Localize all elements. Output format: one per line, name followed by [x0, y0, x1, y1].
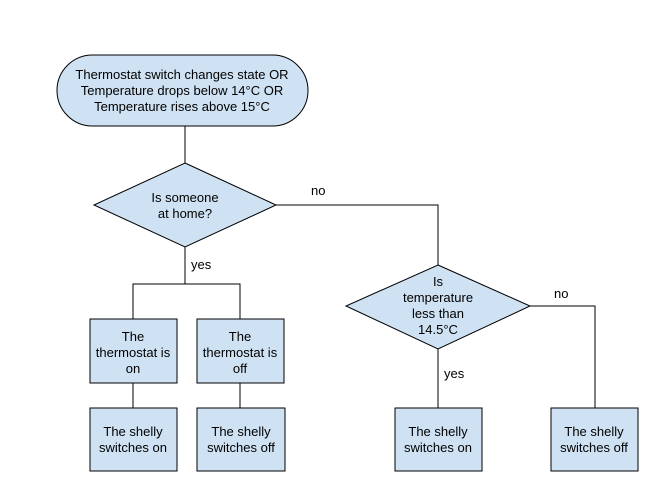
- outcome-1-line-2: switches on: [99, 440, 167, 455]
- outcome-1-line-1: The shelly: [103, 424, 163, 439]
- outcome-3-line-1: The shelly: [408, 424, 468, 439]
- decision-temperature: Is temperature less than 14.5°C: [344, 264, 532, 350]
- thermostat-on-line-3: on: [126, 361, 140, 376]
- decision-temp-line-1: Is: [433, 274, 444, 289]
- start-node: Thermostat switch changes state OR Tempe…: [56, 54, 309, 127]
- decision-home-line-2: at home?: [158, 206, 212, 221]
- thermostat-on-line-2: thermostat is: [96, 345, 171, 360]
- edge-labels: no yes yes no: [191, 183, 568, 381]
- outcome-3: The shelly switches on: [394, 407, 483, 472]
- edge-temp-no: [530, 305, 596, 408]
- thermostat-off-line-2: thermostat is: [203, 345, 278, 360]
- outcome-4: The shelly switches off: [550, 407, 639, 472]
- decision-temp-line-3: less than: [412, 306, 464, 321]
- node-thermostat-off: The thermostat is off: [196, 318, 285, 384]
- outcome-4-line-1: The shelly: [564, 424, 624, 439]
- outcome-3-line-2: switches on: [404, 440, 472, 455]
- edge-label-home-no: no: [311, 183, 325, 198]
- outcome-1: The shelly switches on: [89, 407, 178, 472]
- start-line-1: Thermostat switch changes state OR: [75, 67, 288, 82]
- start-line-2: Temperature drops below 14°C OR: [81, 83, 283, 98]
- edge-home-yes-split: [132, 283, 241, 319]
- decision-home-line-1: Is someone: [151, 190, 218, 205]
- edge-label-home-yes: yes: [191, 257, 212, 272]
- decision-temp-line-2: temperature: [403, 290, 473, 305]
- outcome-2-line-1: The shelly: [211, 424, 271, 439]
- thermostat-off-line-1: The: [229, 329, 251, 344]
- node-thermostat-on: The thermostat is on: [89, 318, 178, 384]
- thermostat-off-line-3: off: [233, 361, 248, 376]
- edge-home-no: [276, 204, 439, 265]
- edge-label-temp-no: no: [554, 286, 568, 301]
- thermostat-on-line-1: The: [122, 329, 144, 344]
- outcome-2: The shelly switches off: [196, 407, 286, 472]
- decision-someone-home: Is someone at home?: [92, 162, 278, 248]
- outcome-4-line-2: switches off: [560, 440, 628, 455]
- connectors: [132, 126, 596, 408]
- edge-label-temp-yes: yes: [444, 366, 465, 381]
- decision-temp-line-4: 14.5°C: [418, 322, 458, 337]
- start-line-3: Temperature rises above 15°C: [94, 99, 270, 114]
- outcome-2-line-2: switches off: [207, 440, 275, 455]
